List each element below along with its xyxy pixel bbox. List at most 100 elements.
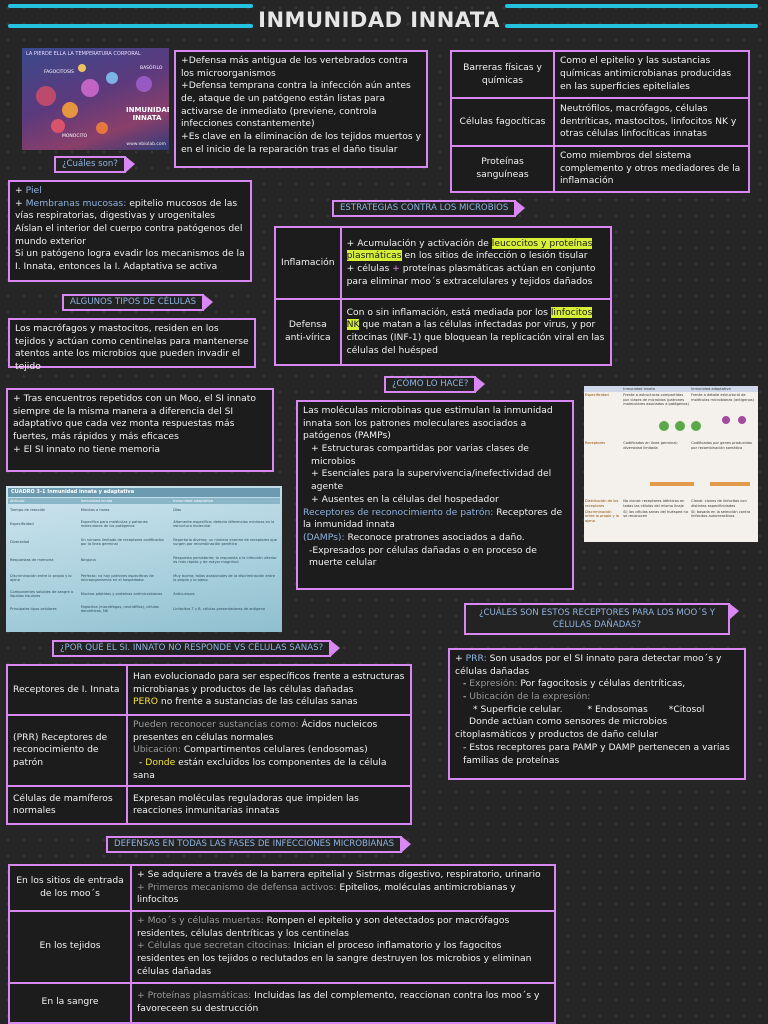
estrategia-pre: + Acumulación y activación de (346, 237, 492, 249)
table-row: Atributo Inmunidad innata Inmunidad adap… (8, 498, 280, 505)
cl-cell: Especificidad (10, 522, 34, 527)
cl-h2: Inmunidad adaptativa (173, 499, 213, 503)
damp-text: Reconoce pratrones asociados a daño. (344, 531, 525, 543)
cl-cell: Muchos péptidos y proteínas antimicrobia… (80, 592, 163, 597)
cl-cell: Altamente específica; detecta diferencia… (173, 520, 275, 529)
table-row: Especificidad Frente a estructuras compa… (584, 392, 758, 440)
rec-prr-text: Son usados por el SI innato para detecta… (455, 653, 722, 677)
table-row: Proteínas sanguíneas Como miembros del s… (450, 144, 750, 194)
defensa-key: En la sangre (8, 981, 132, 1024)
cr-h1: Inmunidad innata (623, 387, 655, 391)
cl-cell: Respuestas de memoria (10, 558, 54, 563)
cr-cell: Especificidad (585, 393, 609, 398)
cl-cell: Ninguna (80, 558, 96, 563)
table-row: Receptores de I. Innata Han evolucionado… (6, 664, 412, 716)
algunos-tag: ALGUNOS TIPOS DE CÉLULAS (62, 294, 214, 311)
receptores-box: + PRR: Son usados por el SI innato para … (448, 648, 746, 780)
rec-loc-2: * Endosomas (587, 703, 648, 715)
porque-line2: no frente a sustancias de las células sa… (157, 696, 358, 708)
estrategia-key: Inflamación (274, 226, 342, 300)
como-b2: + Esenciales para la supervivencia/inefe… (311, 468, 552, 493)
table-row: En los tejidos + Moo´s y células muertas… (8, 910, 556, 984)
hero-label-1: FAGOCITOSIS (44, 70, 75, 75)
porque-tag: ¿POR QUÉ EL SI. INNATO NO RESPONDE VS CÉ… (52, 640, 341, 657)
hero-cells-illustration (36, 64, 152, 134)
cl-cell: Diversidad (10, 540, 30, 545)
cl-cell: Minutos a horas (80, 507, 110, 512)
porque-a-label: Pueden reconocer sustancias como: (133, 719, 299, 730)
estrategia-post: en los sitios de infección o lesión tisu… (401, 250, 588, 262)
porque-value: Expresan moléculas reguladoras que impid… (126, 785, 412, 826)
defensa-key: En los tejidos (8, 910, 132, 984)
cuadro-right-image: Inmunidad innata Inmunidad adaptativa Es… (584, 386, 758, 542)
cl-h0: Atributo (10, 499, 25, 503)
cr-cell: Sí; las células sanas del huésped no se … (623, 509, 689, 519)
header-bar-left-1 (8, 4, 253, 8)
como-prr: Receptores de reconocimiento de patrón: … (303, 507, 567, 532)
rec-prr: + PRR: Son usados por el SI innato para … (455, 653, 722, 677)
cr-h2: Inmunidad adaptativa (691, 387, 731, 391)
estrategia-line2-pre: + células (346, 263, 393, 274)
estrategia-line2-plus: + (392, 263, 400, 274)
cr-cell: Discriminación entre lo propio y lo ajen… (585, 509, 619, 523)
table-row: Receptores Codificados en línea germinal… (584, 440, 758, 498)
cr-cell: Codificados por genes producidos por rec… (691, 441, 752, 450)
cuales-tag: ¿Cuáles son? (54, 156, 135, 173)
defensa-l2-label: + Células que secretan citocinas: (137, 940, 291, 952)
cl-cell: Linfocitos T y B, células presentadoras … (173, 607, 266, 612)
como-b3: + Ausentes en la células del hospedador (311, 493, 499, 505)
hero-caption: LA PIERDE ELLA LA TEMPERATURA CORPORAL (26, 51, 141, 57)
table-row: Barreras físicas y químicas Como el epit… (450, 50, 750, 99)
cuales-line-4: Si un patógeno logra evadir los mecanism… (15, 248, 245, 273)
repetidos-line-1: + Tras encuentros repetidos con un Moo, … (13, 393, 256, 443)
rec-exp-text: Por fagocitosis y células dentríticas, (517, 678, 686, 690)
cuadro-left-image: CUADRO 3-1 Inmunidad innata y adaptativa… (6, 486, 282, 632)
como-b1: + Estructuras compartidas por varias cla… (311, 443, 529, 467)
porque-line1: Han evolucionado para ser específicos fr… (133, 670, 405, 695)
cuadro-left-table: Atributo Inmunidad innata Inmunidad adap… (8, 498, 280, 617)
cr-cell: Clonal: clones de linfocitos con distint… (691, 499, 747, 508)
porque-value: Pueden reconocer sustancias como: Ácidos… (126, 713, 412, 788)
cl-cell: Tiempo de reacción (10, 507, 46, 512)
cr-cell: Receptores (585, 441, 606, 446)
defensa-value: + Moo´s y células muertas: Rompen el epi… (130, 910, 556, 984)
prr-text: Receptores de la inmunidad innata (303, 506, 563, 531)
cr-cell: Frente a detalle estructural de molécula… (691, 393, 755, 402)
header-bar-left-2 (8, 24, 253, 28)
como-box: Las moléculas microbinas que estimulan l… (296, 400, 574, 590)
hero-label-3: MONOCITO (62, 134, 88, 139)
table-row: Discriminación entre lo propio y lo ajen… (8, 569, 280, 587)
defensa-l2-text: Inician el proceso inflamatorio y los fa… (137, 940, 532, 977)
estrategia-value: + Acumulación y activación de leucocitos… (339, 226, 613, 300)
estrategia-pre: Con o sin inflamación, está mediada por … (346, 306, 551, 318)
table-row: Distribución de los receptores No clonal… (584, 498, 758, 509)
porque-b-text: Compartimentos celulares (endosomas) (180, 744, 368, 756)
table-row: Inmunidad innata Inmunidad adaptativa (584, 386, 758, 393)
component-key: Barreras físicas y químicas (450, 50, 555, 99)
table-row: Componentes solubles de sangre o líquido… (8, 587, 280, 601)
piel-label: Piel (25, 185, 42, 196)
cuadro-right-table: Inmunidad innata Inmunidad adaptativa Es… (584, 386, 758, 524)
porque-key: Células de mamíferos normales (6, 785, 128, 826)
cuales-box: + Piel + Membranas mucosas: epitelio muc… (8, 180, 252, 282)
damp-label: (DAMPs): (303, 531, 345, 543)
table-row: Células fagocíticas Neutrófilos, macrófa… (450, 97, 750, 147)
table-row: En los sitios de entrada de los moo´s + … (8, 863, 556, 913)
cr-cell: Sí; basada en la selección contra linfoc… (691, 509, 751, 519)
rec-estos: - Estos receptores para PAMP y DAMP pert… (463, 741, 730, 766)
defensa-l1: + Se adquiere a través de la barrera epi… (137, 869, 541, 880)
cl-cell: Fagocitos (macrófagos, neutrófilos), cél… (80, 605, 159, 614)
porque-value: Han evolucionado para ser específicos fr… (126, 664, 412, 716)
porque-b-label: Ubicación: (133, 744, 181, 756)
cl-cell: Repertorio diverso; un número enorme de … (173, 538, 278, 547)
estrategia-post: que matan a las células infectadas por v… (346, 319, 605, 356)
como-p1: Las moléculas microbinas que estimulan l… (303, 405, 553, 442)
rec-loc-1: * Superficie celular. (473, 703, 563, 715)
cr-cell: No clonal: receptores idénticos en todas… (623, 499, 685, 508)
defensas-tag: DEFENSAS EN TODAS LAS FASES DE INFECCION… (106, 836, 412, 853)
cr-cell: Codificados en línea germinal; diversida… (623, 441, 678, 450)
intro-line-3: +Es clave en la eliminación de los tejid… (181, 131, 422, 155)
hero-badge: INMUNIDAD INNATA (126, 106, 169, 122)
